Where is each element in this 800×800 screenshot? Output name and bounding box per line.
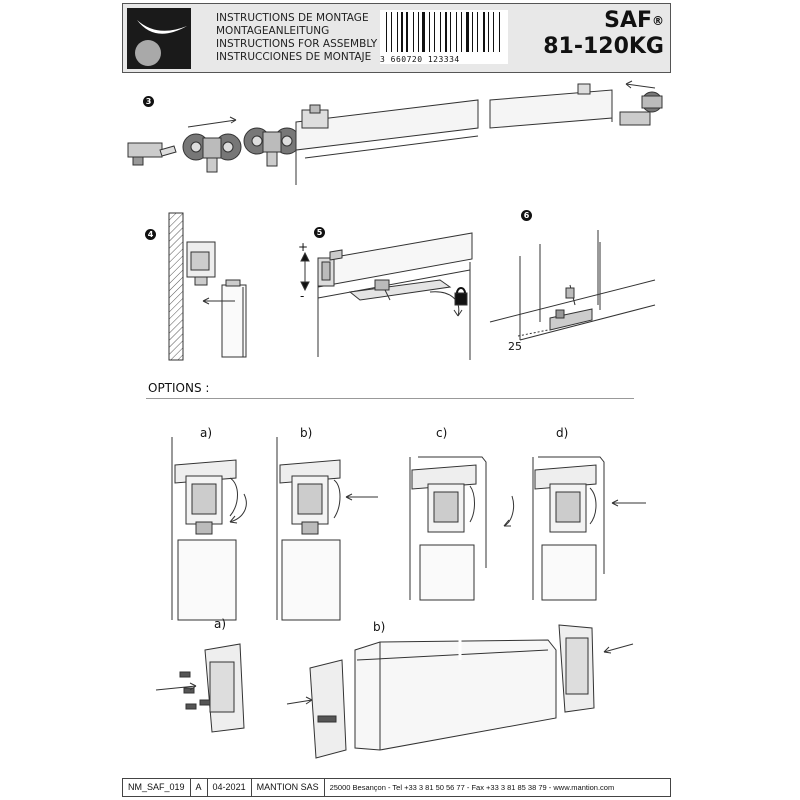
barcode-bar bbox=[456, 12, 457, 52]
company-contact: 25000 Besançon - Tel +33 3 81 50 56 77 -… bbox=[329, 783, 615, 792]
barcode-bar bbox=[499, 12, 500, 52]
document-revision: A bbox=[191, 779, 208, 796]
barcode-bars bbox=[386, 12, 500, 52]
registered-mark: ® bbox=[652, 14, 664, 28]
step-6-badge: 6 bbox=[521, 210, 532, 221]
barcode-bar bbox=[386, 12, 387, 52]
product-brand: SAF® 81-120KG bbox=[543, 8, 664, 60]
company-name: MANTION SAS bbox=[252, 779, 325, 796]
option-b-label: b) bbox=[300, 426, 313, 440]
title-es: INSTRUCCIONES DE MONTAJE bbox=[216, 51, 372, 63]
options-title: OPTIONS : bbox=[148, 381, 210, 395]
barcode-bar bbox=[401, 12, 403, 52]
end-cap-a-label: a) bbox=[214, 617, 227, 631]
step-4-badge: 4 bbox=[145, 229, 156, 240]
adjust-minus: - bbox=[300, 289, 305, 303]
end-cap-b-label: b) bbox=[373, 620, 386, 634]
barcode-bar bbox=[445, 12, 447, 52]
barcode-bar bbox=[397, 12, 398, 52]
document-date: 04-2021 bbox=[208, 779, 252, 796]
barcode-bar bbox=[418, 12, 419, 52]
adjust-plus: + bbox=[298, 240, 309, 254]
brand-name: SAF bbox=[604, 8, 652, 33]
barcode-digits: 3 660720 123334 bbox=[380, 55, 460, 64]
step-3-badge: 3 bbox=[143, 96, 154, 107]
barcode-bar bbox=[466, 12, 469, 52]
barcode-bar bbox=[406, 12, 408, 52]
title-en: INSTRUCTIONS FOR ASSEMBLY bbox=[216, 38, 378, 50]
barcode-bar bbox=[413, 12, 414, 52]
footer-bar: NM_SAF_019 A 04-2021 MANTION SAS 25000 B… bbox=[122, 778, 671, 797]
title-de: MONTAGEANLEITUNG bbox=[216, 25, 330, 37]
barcode-bar bbox=[434, 12, 435, 52]
option-c-label: c) bbox=[436, 426, 448, 440]
barcode-bar bbox=[429, 12, 430, 52]
barcode: 3 660720 123334 bbox=[380, 10, 508, 64]
barcode-bar bbox=[450, 12, 451, 52]
logo-swoosh-icon bbox=[137, 20, 187, 34]
barcode-bar bbox=[440, 12, 441, 52]
barcode-bar bbox=[461, 12, 462, 52]
option-d-label: d) bbox=[556, 426, 569, 440]
logo-circle bbox=[135, 40, 161, 66]
barcode-bar bbox=[488, 12, 489, 52]
barcode-bar bbox=[493, 12, 494, 52]
step-5-badge: 5 bbox=[314, 227, 325, 238]
document-ref: NM_SAF_019 bbox=[123, 779, 191, 796]
mantion-logo bbox=[127, 8, 191, 69]
capacity-label: 81-120KG bbox=[543, 34, 664, 59]
options-divider bbox=[146, 398, 634, 399]
barcode-bar bbox=[422, 12, 425, 52]
barcode-bar bbox=[391, 12, 392, 52]
option-a-label: a) bbox=[200, 426, 213, 440]
barcode-bar bbox=[477, 12, 478, 52]
floor-guide-distance: 25 bbox=[508, 340, 522, 353]
barcode-bar bbox=[472, 12, 473, 52]
title-fr: INSTRUCTIONS DE MONTAGE bbox=[216, 12, 369, 24]
barcode-bar bbox=[483, 12, 485, 52]
